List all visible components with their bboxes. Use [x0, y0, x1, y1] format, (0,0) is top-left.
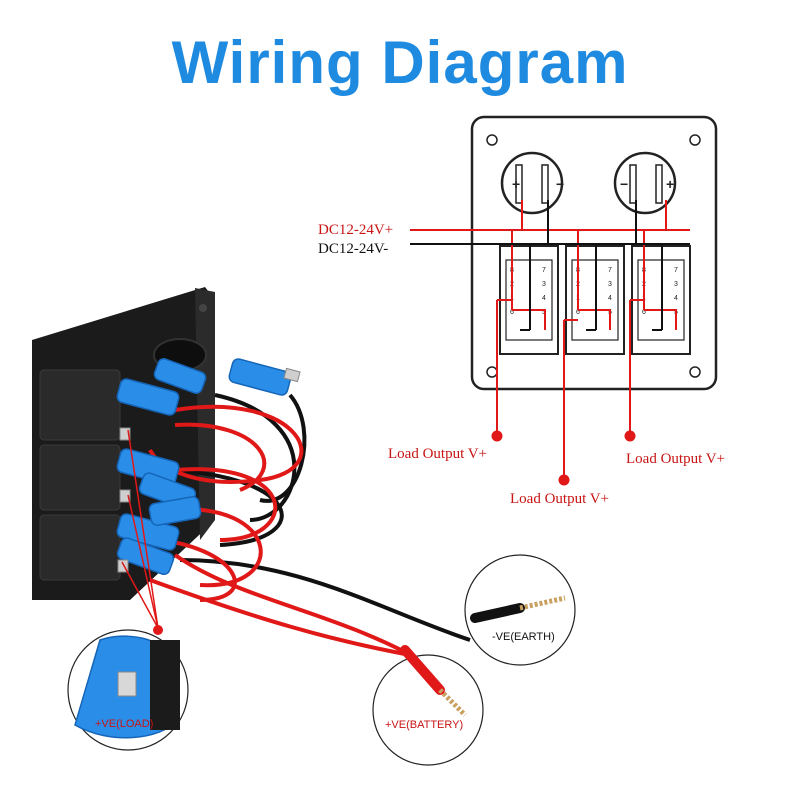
load-output-label-2: Load Output V+ — [510, 491, 609, 507]
schematic-panel: + − − + 8 7 2 3 1 4 6 5 8 7 2 — [410, 115, 718, 486]
dc-positive-label: DC12-24V+ — [318, 222, 393, 238]
blue-terminals — [116, 358, 292, 575]
socket-left-minus: − — [556, 176, 564, 192]
socket-right: − + — [613, 151, 677, 215]
schematic-negative-wires — [410, 200, 690, 331]
load-output-dot-2 — [558, 474, 570, 486]
load-output-dot-1 — [491, 430, 503, 442]
socket-left: + − — [500, 151, 564, 215]
svg-text:4: 4 — [674, 295, 678, 302]
ve-battery-label: +VE(BATTERY) — [385, 719, 463, 731]
ve-load-inset: +VE(LOAD) — [67, 629, 189, 751]
load-output-label-3: Load Output V+ — [626, 451, 725, 467]
mounting-hole-top-right — [689, 134, 701, 146]
svg-text:3: 3 — [674, 281, 678, 288]
svg-text:3: 3 — [608, 281, 612, 288]
schematic-positive-wires — [410, 200, 690, 476]
mounting-hole-bottom-right — [689, 366, 701, 378]
load-output-label-1: Load Output V+ — [388, 446, 487, 462]
diagram-title: Wiring Diagram — [171, 29, 629, 96]
svg-text:4: 4 — [542, 295, 546, 302]
load-output-dot-3 — [624, 430, 636, 442]
mounting-hole-top-left — [486, 134, 498, 146]
load-pointer-lines — [121, 429, 159, 629]
ve-load-label: +VE(LOAD) — [95, 718, 153, 730]
svg-text:6: 6 — [510, 309, 514, 316]
ve-earth-label: -VE(EARTH) — [492, 631, 555, 643]
svg-text:6: 6 — [576, 309, 580, 316]
svg-text:7: 7 — [674, 267, 678, 274]
svg-text:7: 7 — [608, 267, 612, 274]
svg-text:7: 7 — [542, 267, 546, 274]
switch-panel-illustration — [32, 287, 471, 662]
ve-battery-inset: +VE(BATTERY) — [372, 645, 484, 766]
photo-positive-wires — [148, 404, 421, 662]
ve-earth-inset: -VE(EARTH) — [464, 554, 576, 666]
svg-text:4: 4 — [608, 295, 612, 302]
socket-right-minus: − — [620, 176, 628, 192]
dc-negative-label: DC12-24V- — [318, 241, 388, 257]
svg-text:6: 6 — [642, 309, 646, 316]
svg-text:3: 3 — [542, 281, 546, 288]
socket-right-plus: + — [666, 176, 674, 192]
socket-left-plus: + — [512, 176, 520, 192]
